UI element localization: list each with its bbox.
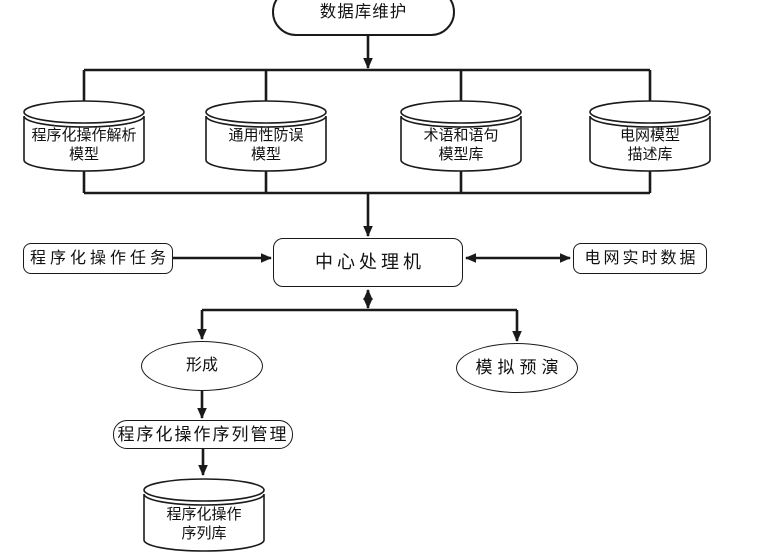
node-simulation-preview: 模拟预演	[456, 343, 578, 393]
cylinder-grid-model-description: 电网模型 描述库	[589, 100, 711, 172]
cylinder-error-prevention-model-label: 通用性防误 模型	[228, 128, 304, 163]
node-form-label: 形成	[185, 357, 218, 374]
cylinder-shape	[205, 100, 327, 172]
node-central-processor: 中心处理机	[273, 238, 463, 287]
cylinder-shape	[400, 100, 522, 172]
cylinder-error-prevention-model: 通用性防误 模型	[205, 100, 327, 172]
node-central-processor-label: 中心处理机	[315, 252, 425, 273]
cylinder-shape	[589, 100, 711, 172]
node-sequence-manager: 程序化操作序列管理	[113, 420, 293, 449]
cylinder-operation-sequence-db-label: 程序化操作 序列库	[166, 507, 242, 542]
node-operation-task: 程序化操作任务	[23, 243, 173, 274]
node-database-maintenance: 数据库维护	[272, 0, 455, 36]
node-database-maintenance-label: 数据库维护	[319, 1, 408, 21]
cylinder-operation-parse-model: 程序化操作解析 模型	[23, 100, 145, 172]
wire-top-bus	[82, 68, 652, 102]
cylinder-operation-sequence-db: 程序化操作 序列库	[143, 478, 265, 552]
cylinder-grid-model-description-label: 电网模型 描述库	[619, 128, 680, 163]
node-sequence-manager-label: 程序化操作序列管理	[117, 424, 289, 444]
node-operation-task-label: 程序化操作任务	[29, 249, 170, 267]
node-form: 形成	[141, 341, 263, 391]
cylinder-operation-parse-model-label: 程序化操作解析 模型	[31, 128, 137, 163]
node-grid-realtime-data-label: 电网实时数据	[584, 249, 699, 267]
cylinder-shape	[23, 100, 145, 172]
cylinder-shape	[143, 478, 265, 552]
wire-collector-bus	[82, 170, 652, 195]
cylinder-term-sentence-model: 术语和语句 模型库	[400, 100, 522, 172]
cylinder-term-sentence-model-label: 术语和语句 模型库	[423, 128, 499, 163]
node-grid-realtime-data: 电网实时数据	[573, 243, 707, 274]
node-simulation-preview-label: 模拟预演	[475, 358, 564, 378]
